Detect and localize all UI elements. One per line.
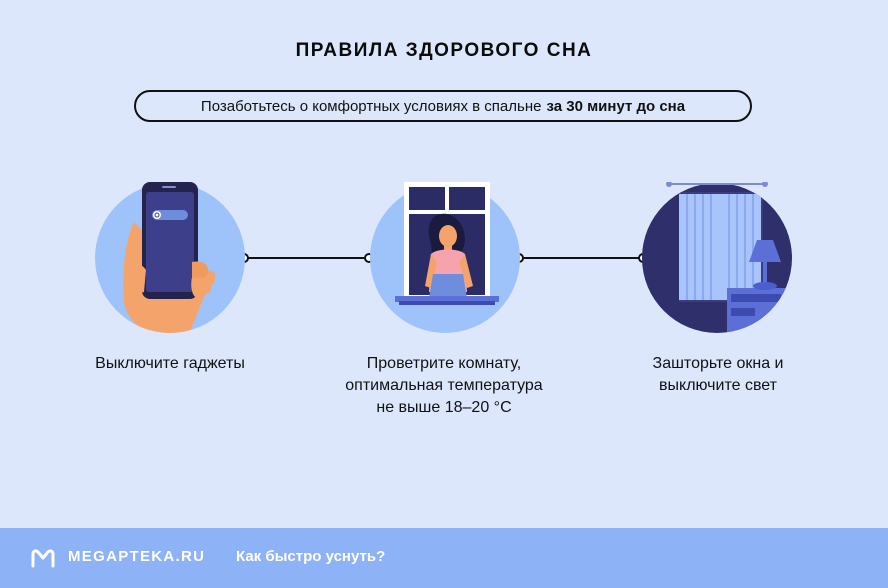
footer-bar: MEGAPTEKA.RU Как быстро уснуть? <box>0 528 888 588</box>
subtitle-bold: за 30 минут до сна <box>546 97 686 115</box>
logo-text[interactable]: MEGAPTEKA.RU <box>68 548 206 565</box>
caption-line: оптимальная температура <box>345 377 543 394</box>
caption-line: не выше 18–20 °C <box>376 399 512 416</box>
connector-line-1 <box>244 257 369 259</box>
page-title: ПРАВИЛА ЗДОРОВОГО СНА <box>295 40 593 61</box>
footer-article-link[interactable]: Как быстро уснуть? <box>236 548 386 565</box>
caption-line: Проветрите комнату, <box>366 355 522 372</box>
open-window-woman-icon <box>370 182 520 333</box>
caption-line: выключите свет <box>659 377 777 394</box>
caption-line: Зашторьте окна и <box>652 355 784 372</box>
megapteka-logo-icon <box>31 549 55 568</box>
step-caption-curtains: Зашторьте окна и выключите свет <box>598 353 838 397</box>
subtitle-pill: Позаботьтесь о комфортных условиях в спа… <box>134 90 752 122</box>
step-caption-gadgets: Выключите гаджеты <box>95 355 245 372</box>
step-caption-ventilate: Проветрите комнату, оптимальная температ… <box>324 353 564 419</box>
phone-power-icon <box>95 182 245 333</box>
curtains-lamp-icon <box>642 182 792 333</box>
connector-line-2 <box>519 257 643 259</box>
subtitle-regular: Позаботьтесь о комфортных условиях в спа… <box>200 97 542 115</box>
